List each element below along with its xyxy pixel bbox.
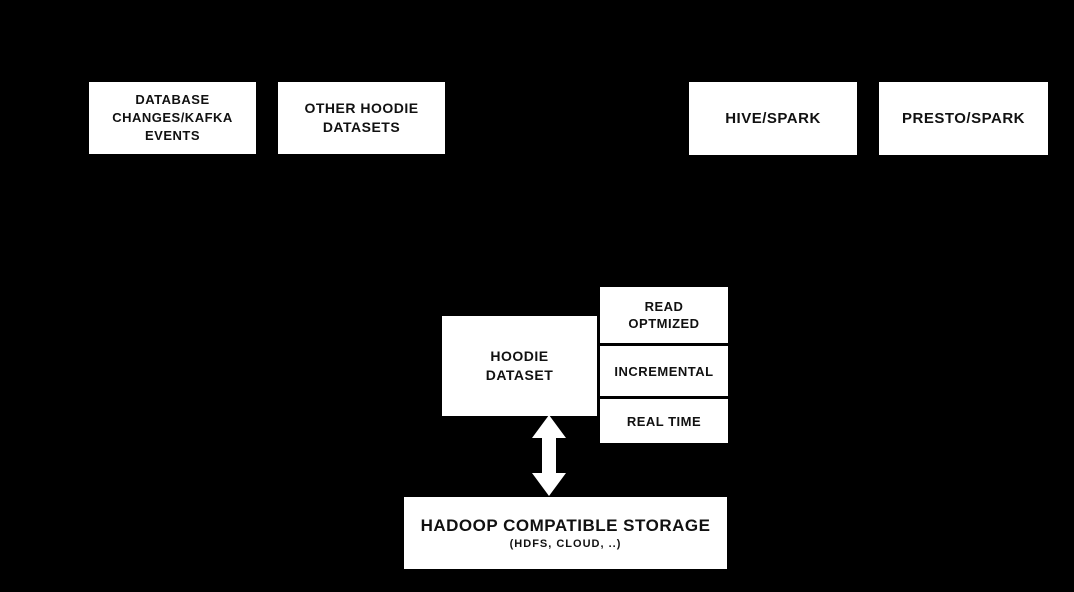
storage-title: HADOOP COMPATIBLE STORAGE	[420, 516, 711, 535]
node-hive-spark: HIVE/SPARK	[689, 82, 857, 155]
view-row-incremental: INCREMENTAL	[600, 343, 728, 396]
double-vertical-arrow-icon	[532, 415, 566, 496]
node-presto-spark: PRESTO/SPARK	[879, 82, 1048, 155]
view-row-read-optimized: READ OPTMIZED	[628, 299, 700, 331]
node-other-hoodie-datasets: OTHER HOODIE DATASETS	[278, 82, 445, 154]
node-hadoop-compatible-storage: HADOOP COMPATIBLE STORAGE (HDFS, CLOUD, …	[404, 497, 727, 569]
storage-subtitle: (HDFS, CLOUD, ..)	[509, 538, 622, 550]
node-hoodie-dataset: HOODIE DATASET	[442, 316, 597, 416]
query-views-stack: READ OPTMIZED INCREMENTAL REAL TIME	[600, 287, 728, 443]
node-database-changes-kafka-events: DATABASE CHANGES/KAFKA EVENTS	[89, 82, 256, 154]
view-row-real-time: REAL TIME	[600, 396, 728, 443]
